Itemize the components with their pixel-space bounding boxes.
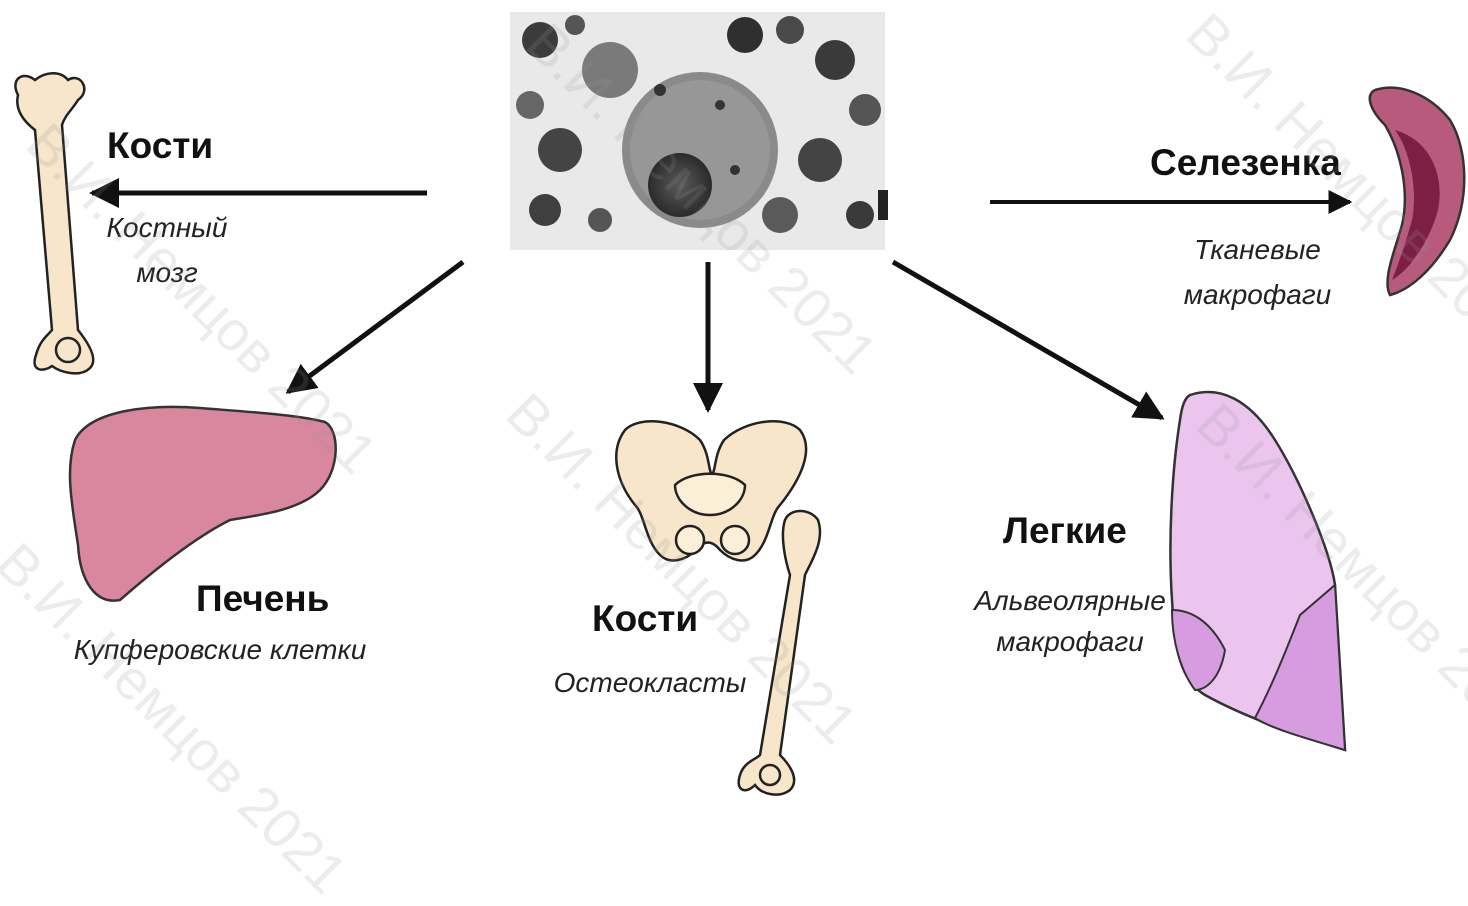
lungs-subtitle-line1: Альвеолярные — [935, 583, 1205, 619]
bones-top-subtitle-line1: Костный — [82, 210, 252, 246]
arrow-to-lungs — [893, 262, 1162, 418]
bones-top-title: Кости — [107, 125, 213, 167]
lungs-subtitle-line2: макрофаги — [935, 624, 1205, 660]
spleen-subtitle-line2: макрофаги — [1150, 277, 1365, 313]
lungs-title: Легкие — [1003, 510, 1127, 552]
bones-center-title: Кости — [592, 598, 698, 640]
liver-subtitle: Купферовские клетки — [20, 632, 420, 668]
spleen-illustration — [1370, 88, 1464, 295]
macrophage-micrograph — [510, 12, 888, 250]
liver-title: Печень — [196, 578, 329, 620]
bones-top-subtitle-line2: мозг — [82, 255, 252, 291]
spleen-title: Селезенка — [1150, 142, 1341, 184]
liver-illustration — [70, 407, 336, 601]
lung-illustration — [1170, 392, 1345, 750]
arrow-to-liver — [288, 262, 463, 392]
bones-center-subtitle: Остеокласты — [510, 665, 790, 701]
pelvis-illustration — [616, 421, 806, 560]
spleen-subtitle-line1: Тканевые — [1150, 232, 1365, 268]
